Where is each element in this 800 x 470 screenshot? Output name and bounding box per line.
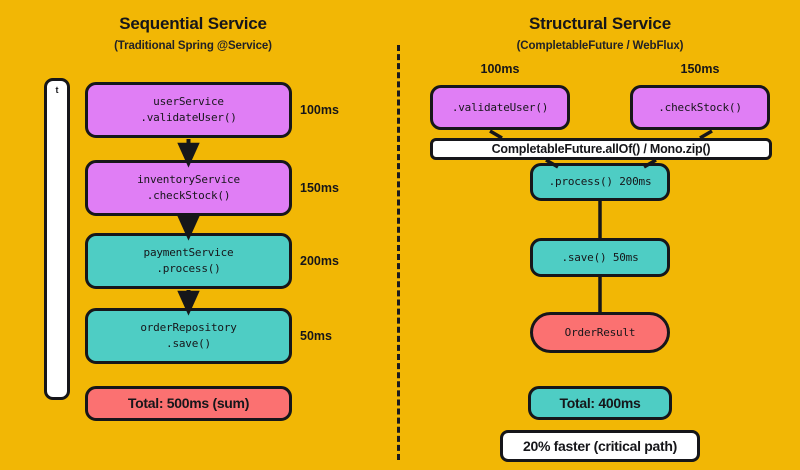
parallel-label-check-stock: .checkStock() xyxy=(658,100,742,114)
result-label: OrderResult xyxy=(564,325,636,339)
step-label-line2: .save() xyxy=(166,337,211,350)
step-label-line2: .validateUser() xyxy=(140,111,237,124)
step-box-user-service[interactable]: userService .validateUser() xyxy=(85,82,292,138)
timeline-bar: t xyxy=(44,78,70,400)
left-panel-subtitle: (Traditional Spring @Service) xyxy=(114,40,272,52)
connector-checkstock-to-join xyxy=(699,129,713,140)
parallel-duration-check-stock: 150ms xyxy=(680,62,720,76)
parallel-label-validate-user: .validateUser() xyxy=(451,100,549,114)
right-panel-title: Structural Service xyxy=(529,14,671,33)
step-label-line1: orderRepository xyxy=(140,321,237,335)
join-bar-label: CompletableFuture.allOf() / Mono.zip() xyxy=(491,142,711,156)
step-label-line1: userService xyxy=(153,95,224,109)
step-label-line2: .process() xyxy=(156,262,221,275)
step-duration-order-repository: 50ms xyxy=(300,329,332,343)
right-total-label: Total: 400ms xyxy=(559,394,641,411)
left-panel-title: Sequential Service xyxy=(119,14,267,33)
step-box-inventory-service[interactable]: inventoryService .checkStock() xyxy=(85,160,292,216)
timeline-label: t xyxy=(55,85,59,95)
panel-divider xyxy=(397,45,400,460)
left-total-label: Total: 500ms (sum) xyxy=(127,395,250,412)
footnote-box[interactable]: 20% faster (critical path) xyxy=(500,430,700,462)
footnote-label: 20% faster (critical path) xyxy=(522,437,678,454)
right-total-box[interactable]: Total: 400ms xyxy=(528,386,672,420)
parallel-box-validate-user[interactable]: .validateUser() xyxy=(430,85,570,130)
parallel-box-check-stock[interactable]: .checkStock() xyxy=(630,85,770,130)
step-box-order-repository[interactable]: orderRepository .save() xyxy=(85,308,292,364)
step-label-line1: paymentService xyxy=(143,246,234,260)
step-box-payment-service[interactable]: paymentService .process() xyxy=(85,233,292,289)
result-pill-order-result[interactable]: OrderResult xyxy=(530,312,670,353)
step-duration-user-service: 100ms xyxy=(300,103,339,117)
step-label-line1: inventoryService xyxy=(137,173,240,187)
sequence-box-save[interactable]: .save() 50ms xyxy=(530,238,670,277)
right-panel-subtitle: (CompletableFuture / WebFlux) xyxy=(516,40,684,52)
sequence-label-process: .process() 200ms xyxy=(548,175,652,189)
step-label-line2: .checkStock() xyxy=(146,189,231,202)
connector-validate-to-join xyxy=(489,129,503,140)
step-duration-inventory-service: 150ms xyxy=(300,181,339,195)
left-total-box[interactable]: Total: 500ms (sum) xyxy=(85,386,292,421)
parallel-duration-validate-user: 100ms xyxy=(480,62,520,76)
step-duration-payment-service: 200ms xyxy=(300,254,339,268)
sequence-label-save: .save() 50ms xyxy=(561,250,639,264)
join-bar[interactable]: CompletableFuture.allOf() / Mono.zip() xyxy=(430,138,772,160)
sequence-box-process[interactable]: .process() 200ms xyxy=(530,163,670,201)
